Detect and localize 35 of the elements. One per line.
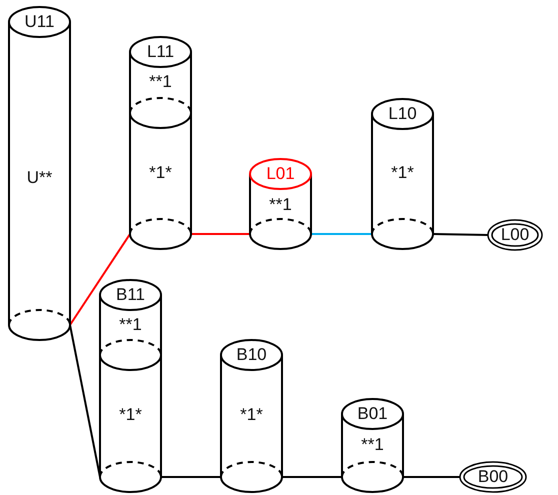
cylinder-title: B10 bbox=[236, 345, 267, 365]
connector-line bbox=[282, 476, 342, 478]
connector-line bbox=[69, 324, 101, 478]
connector-line bbox=[403, 476, 460, 478]
cylinder-label: **1 bbox=[149, 72, 172, 92]
cylinder-label: *1* bbox=[240, 405, 263, 425]
cylinder-node bbox=[249, 158, 312, 250]
cylinder-node bbox=[341, 398, 404, 493]
terminal-ellipse bbox=[459, 461, 527, 493]
cylinder-node bbox=[220, 339, 283, 493]
node-label: L00 bbox=[500, 225, 530, 245]
cylinder-node bbox=[99, 279, 162, 493]
cylinder-node bbox=[8, 6, 71, 341]
connector-line bbox=[161, 476, 221, 478]
cylinder-label: *1* bbox=[119, 405, 142, 425]
cylinder-label: U** bbox=[26, 168, 52, 188]
cylinder-title: L11 bbox=[146, 42, 174, 62]
connector-line bbox=[311, 233, 372, 235]
connector-line bbox=[69, 233, 131, 326]
cylinder-title: B11 bbox=[116, 285, 145, 305]
cylinder-title: B01 bbox=[357, 404, 388, 424]
cylinder-label: **1 bbox=[361, 435, 384, 455]
cylinder-node bbox=[129, 36, 192, 250]
cylinder-title: U11 bbox=[24, 12, 54, 32]
terminal-ellipse bbox=[487, 219, 543, 251]
cylinder-title: L01 bbox=[266, 164, 295, 184]
connector-line bbox=[432, 233, 488, 236]
cylinder-label: **1 bbox=[119, 315, 142, 335]
connector-line bbox=[191, 233, 250, 235]
node-label: B00 bbox=[478, 467, 508, 487]
cylinder-label: *1* bbox=[391, 163, 414, 183]
cylinder-label: **1 bbox=[269, 195, 292, 215]
cylinder-node bbox=[371, 98, 434, 250]
cylinder-label: *1* bbox=[149, 163, 172, 183]
cylinder-title: L10 bbox=[388, 104, 417, 124]
